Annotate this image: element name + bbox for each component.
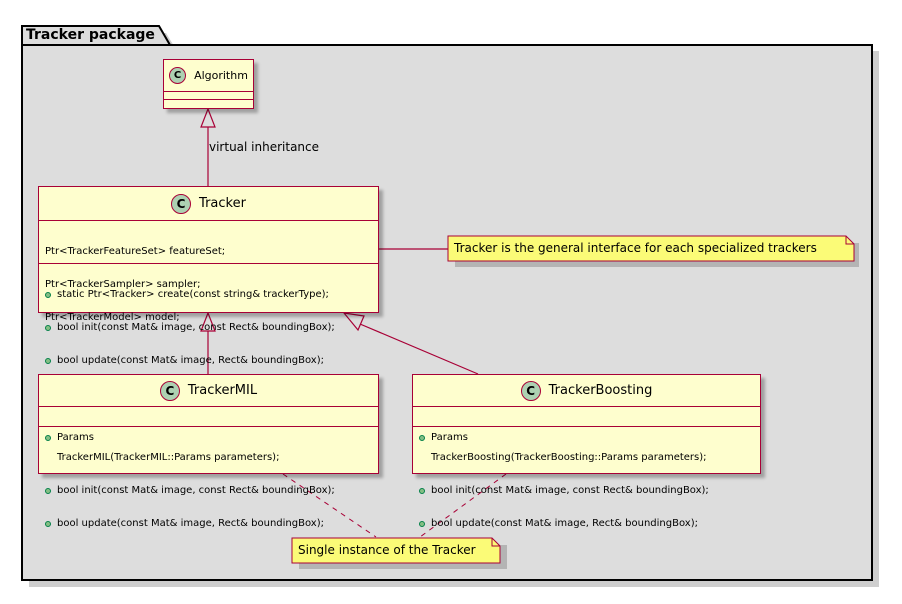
edge-trackermil-to-tracker: [200, 311, 216, 374]
class-algorithm-name: Algorithm: [194, 69, 248, 82]
method-row: bool update(const Mat& image, Rect& boun…: [419, 518, 754, 529]
public-visibility-icon: [45, 487, 51, 494]
tracker-note-shape: [447, 235, 859, 267]
class-algorithm-fields: [164, 92, 253, 100]
method-row: bool update(const Mat& image, Rect& boun…: [45, 355, 372, 366]
public-visibility-icon: [419, 434, 425, 441]
class-tracker[interactable]: C Tracker Ptr<TrackerFeatureSet> feature…: [38, 186, 379, 366]
class-trackermil-fields: Params: [39, 407, 378, 443]
class-algorithm-methods: [164, 100, 253, 108]
method-row: static Ptr<Tracker> create(const string&…: [45, 289, 372, 300]
class-algorithm[interactable]: C Algorithm: [163, 59, 254, 109]
package-title: Tracker package: [26, 27, 155, 43]
class-trackermil-header: C TrackerMIL: [39, 375, 378, 407]
public-visibility-icon: [45, 291, 51, 298]
edge-tracker-to-algorithm: [200, 107, 216, 186]
public-visibility-icon: [45, 434, 51, 441]
public-visibility-icon: [45, 324, 51, 331]
instance-note-connectors: [282, 473, 507, 538]
public-visibility-icon: [45, 357, 51, 364]
class-trackerboosting-header: C TrackerBoosting: [413, 375, 760, 407]
field-row: Params: [45, 432, 372, 443]
method-row: TrackerMIL(TrackerMIL::Params parameters…: [57, 452, 280, 463]
tracker-note: Tracker is the general interface for eac…: [454, 241, 817, 255]
public-visibility-icon: [419, 520, 425, 527]
class-trackermil-methods: TrackerMIL(TrackerMIL::Params parameters…: [39, 427, 378, 553]
class-trackermil-name: TrackerMIL: [187, 383, 258, 398]
field-row: Ptr<TrackerSampler> sampler;: [45, 279, 201, 290]
public-visibility-icon: [419, 487, 425, 494]
edge-trackerboosting-to-tracker: [342, 312, 479, 375]
instance-note: Single instance of the Tracker: [298, 543, 476, 557]
class-tracker-header: C Tracker: [39, 187, 378, 221]
method-row: bool init(const Mat& image, const Rect& …: [419, 485, 754, 496]
field-row: Ptr<TrackerModel> model;: [45, 312, 180, 323]
field-row: Ptr<TrackerFeatureSet> featureSet;: [45, 246, 226, 257]
method-row: bool init(const Mat& image, const Rect& …: [45, 322, 372, 333]
method-row: bool init(const Mat& image, const Rect& …: [45, 485, 372, 496]
instance-note-shape: [291, 537, 507, 569]
class-tracker-name: Tracker: [199, 196, 246, 211]
virtual-inheritance-label: virtual inheritance: [209, 140, 320, 154]
class-trackerboosting-name: TrackerBoosting: [548, 383, 653, 398]
method-row: bool update(const Mat& image, Rect& boun…: [45, 518, 372, 529]
method-row: TrackerBoosting(TrackerBoosting::Params …: [431, 452, 707, 463]
class-trackerboosting-fields: Params: [413, 407, 760, 443]
public-visibility-icon: [45, 520, 51, 527]
class-stereotype-icon: C: [169, 67, 187, 84]
class-stereotype-icon: C: [159, 380, 180, 401]
class-trackerboosting-methods: TrackerBoosting(TrackerBoosting::Params …: [413, 427, 760, 553]
class-tracker-fields: Ptr<TrackerFeatureSet> featureSet; Ptr<T…: [39, 221, 378, 323]
class-trackermil[interactable]: C TrackerMIL Params TrackerMIL(TrackerMI…: [38, 374, 379, 529]
class-stereotype-icon: C: [171, 193, 192, 214]
class-stereotype-icon: C: [520, 380, 541, 401]
class-tracker-methods: static Ptr<Tracker> create(const string&…: [39, 264, 378, 390]
class-trackerboosting[interactable]: C TrackerBoosting Params TrackerBoosting…: [412, 374, 761, 529]
class-algorithm-header: C Algorithm: [164, 60, 253, 92]
field-row: Params: [419, 432, 754, 443]
